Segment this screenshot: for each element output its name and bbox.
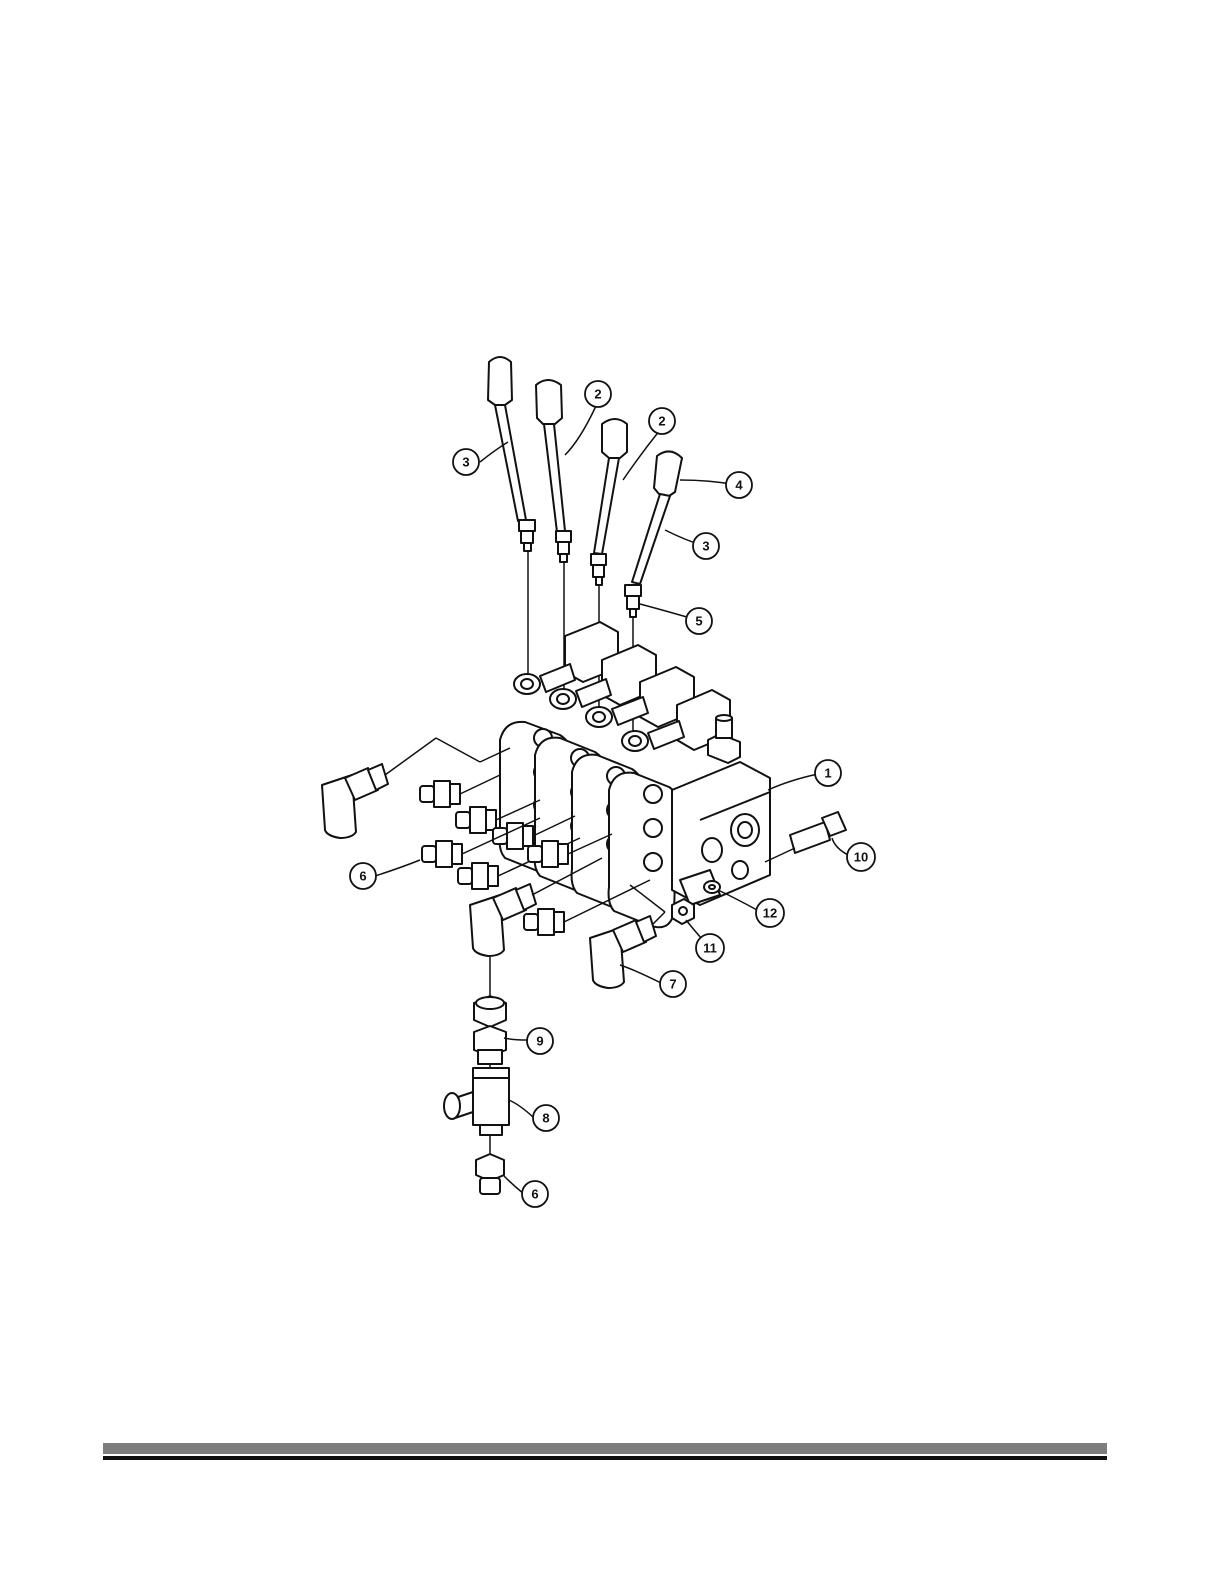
callout-label: 3 [462,455,469,470]
callout-bubble-1: 1 [815,760,841,786]
callout-bubble-3a: 3 [453,449,479,475]
mounting-bolt [765,812,846,862]
control-lever-3 [591,419,627,585]
callout-label: 8 [542,1111,549,1126]
callout-bubble-8: 8 [533,1105,559,1131]
callout-bubble-7: 7 [660,971,686,997]
callout-bubble-11: 11 [696,934,724,962]
callout-bubble-6a: 6 [350,863,376,889]
callout-bubble-2b: 2 [649,408,675,434]
callout-bubble-10: 10 [847,843,875,871]
mounting-nut [672,899,694,924]
callout-bubble-3b: 3 [693,533,719,559]
callout-bubble-9: 9 [527,1028,553,1054]
footer-rule-black-line [103,1456,1107,1460]
callout-label: 7 [669,977,676,992]
callout-label: 11 [703,941,717,956]
callout-bubble-5: 5 [686,608,712,634]
callout-label: 12 [763,906,777,921]
callout-label: 10 [854,850,868,865]
callout-label: 3 [702,539,709,554]
valve-body [500,622,770,927]
callout-label: 6 [531,1187,538,1202]
callout-bubble-6b: 6 [522,1181,548,1207]
footer-rule-gray-band [103,1443,1107,1454]
callout-bubble-4: 4 [726,472,752,498]
callout-bubble-2a: 2 [585,381,611,407]
callout-label: 5 [695,614,702,629]
callout-label: 4 [735,478,743,493]
callout-label: 1 [824,766,831,781]
flow-control-assembly [444,957,509,1194]
control-lever-2 [536,380,571,562]
callout-label: 2 [658,414,665,429]
callout-label: 9 [536,1034,543,1049]
mounting-washer [704,881,720,893]
callout-label: 2 [594,387,601,402]
callout-label: 6 [359,869,366,884]
footer-rule [103,1443,1107,1461]
callout-bubble-12: 12 [756,899,784,927]
control-lever-1 [488,357,535,551]
